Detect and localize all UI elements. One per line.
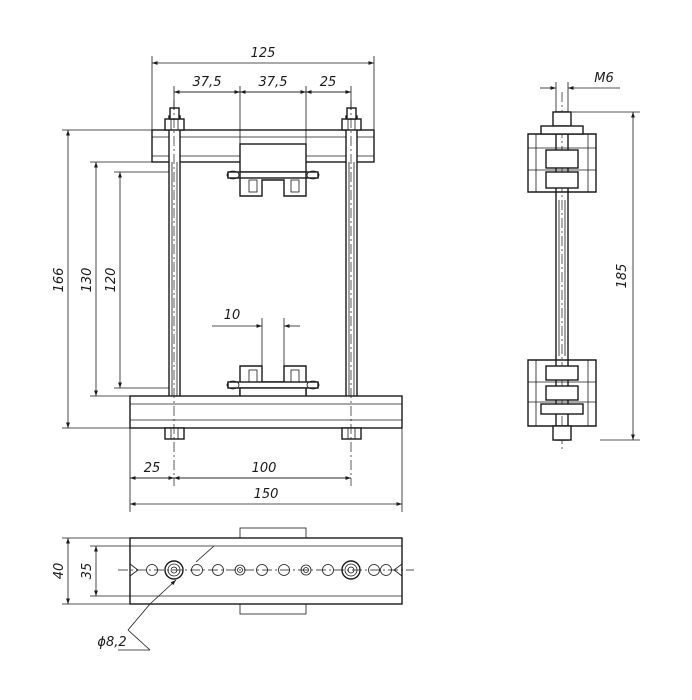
dim-side-height: 185: [615, 264, 630, 289]
dimension-top: 125 37,5 37,5 25: [151, 46, 375, 144]
dimension-plan-width: 40 35: [52, 537, 130, 605]
nut-top-right: [341, 107, 362, 131]
nut-top-left: [164, 107, 185, 131]
dim-hole: ϕ8,2: [97, 635, 126, 650]
dim-height-inner: 120: [104, 268, 119, 293]
dim-overall-top: 125: [251, 46, 276, 61]
side-view: M6 185: [527, 71, 640, 452]
dim-overall-bottom: 150: [254, 487, 279, 502]
nut-bottom-left: [164, 427, 185, 440]
plan-bolt-right: [341, 560, 361, 580]
dim-height-mid: 130: [80, 268, 95, 293]
dimension-hole-leader: ϕ8,2: [97, 545, 215, 651]
dimension-slot: 10: [212, 308, 300, 366]
nut-bottom-right: [341, 427, 362, 440]
dim-thread: M6: [594, 71, 614, 86]
tie-rod-left: [168, 115, 181, 439]
front-view: 125 37,5 37,5 25 166 130 120 10: [52, 46, 403, 512]
tie-rod-right: [345, 115, 358, 439]
dim-bottom-left: 25: [144, 461, 161, 476]
dim-top-2: 37,5: [259, 75, 288, 90]
dim-height-outer: 166: [52, 268, 67, 293]
top-clamp: [226, 143, 320, 197]
dim-slot: 10: [224, 308, 241, 323]
dim-bottom-mid: 100: [252, 461, 277, 476]
bottom-bar: [129, 395, 403, 429]
dim-top-3: 25: [320, 75, 337, 90]
dimension-left: 166 130 120: [52, 129, 169, 429]
dimension-thread: M6: [540, 71, 620, 112]
dimension-side-height: 185: [572, 111, 640, 441]
side-bottom-bracket: [527, 359, 597, 441]
plan-bolt-left: [164, 560, 184, 580]
plan-holes: [146, 564, 392, 576]
dimension-bottom: 25 100 150: [129, 428, 403, 512]
dim-top-1: 37,5: [193, 75, 222, 90]
plan-view: 40 35 ϕ8,2: [52, 527, 414, 651]
side-top-bracket: [527, 111, 597, 193]
dim-plan-width-inner: 35: [80, 563, 95, 580]
dim-plan-width-outer: 40: [52, 563, 67, 580]
